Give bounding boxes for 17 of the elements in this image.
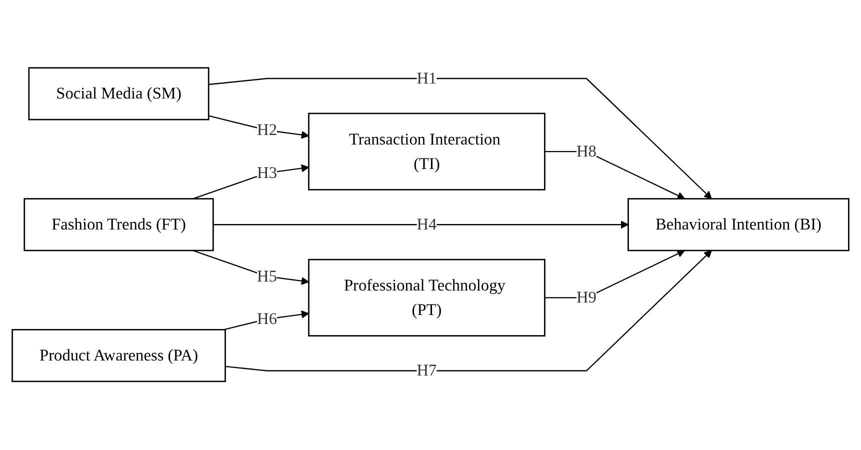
node-box [308, 259, 546, 337]
edge-label: H8 [576, 142, 596, 161]
edge-label: H2 [257, 121, 277, 140]
edge-label: H5 [257, 267, 277, 286]
node-box [628, 198, 850, 252]
node-box [12, 329, 226, 382]
edge-label: H3 [257, 164, 277, 182]
diagram: H1 H2 H3 H4 H5 H6 H7 H8 H9 Social Media (SM) Transaction Interaction (TI) Fashion Trends (FT) Professional Technology (PT) Product Awareness (PA) Behavioral Intention (BI) [5, 59, 856, 391]
edge-label: H7 [416, 362, 437, 380]
edge-label: H1 [416, 69, 437, 88]
node-box [24, 198, 214, 252]
edge-label: H6 [257, 310, 277, 328]
node-box [308, 113, 546, 191]
arrow [213, 221, 629, 229]
edge-label: H4 [416, 215, 437, 234]
node-box [28, 68, 210, 121]
edge-label: H9 [576, 288, 596, 307]
